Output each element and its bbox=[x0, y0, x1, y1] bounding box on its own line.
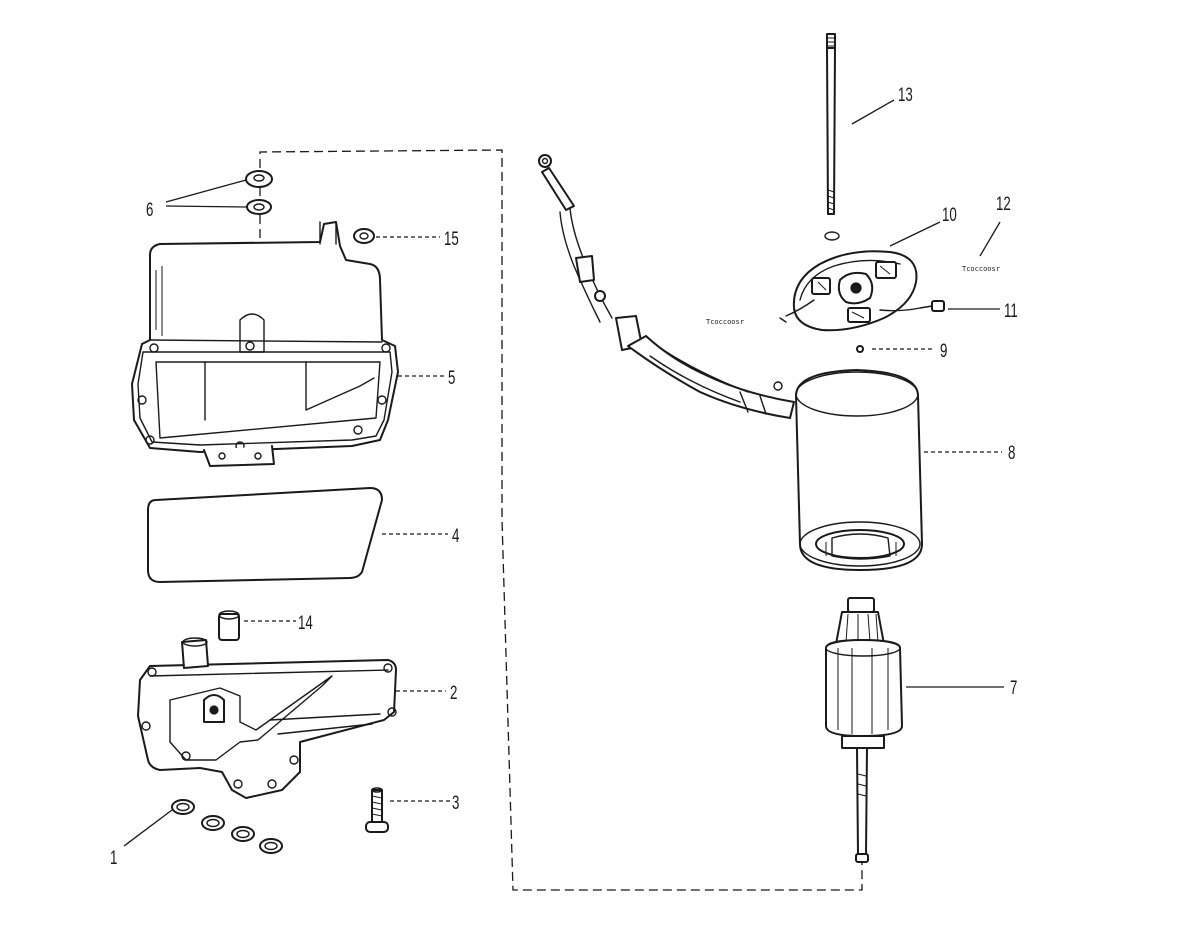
svg-text:Tcoccoosr: Tcoccoosr bbox=[706, 318, 744, 326]
callout-9: 9 bbox=[940, 341, 947, 362]
leader-lines bbox=[123, 99, 1004, 847]
part-1-o-rings bbox=[171, 799, 283, 854]
svg-text:Tcoccoosr: Tcoccoosr bbox=[962, 265, 1000, 273]
callout-labels: 6 15 5 4 14 2 3 1 13 10 12 11 9 8 7 bbox=[110, 85, 1018, 869]
part-6-nut-washer bbox=[245, 170, 273, 215]
callout-14: 14 bbox=[298, 613, 313, 634]
part-2-base-plate bbox=[137, 637, 397, 799]
lead-wire-cable bbox=[538, 154, 795, 419]
part-12-brush-spring: Tcoccoosr bbox=[962, 265, 1000, 273]
callout-5: 5 bbox=[448, 368, 455, 389]
part-14-spacer bbox=[218, 610, 240, 641]
part-15-nut bbox=[353, 228, 375, 244]
callout-1: 1 bbox=[110, 848, 117, 869]
callout-15: 15 bbox=[444, 229, 459, 250]
callout-8: 8 bbox=[1008, 443, 1015, 464]
part-10-brush-plate bbox=[779, 231, 945, 332]
assembly-guide-line bbox=[259, 149, 863, 891]
callout-10: 10 bbox=[942, 205, 957, 226]
callout-6: 6 bbox=[146, 200, 153, 221]
callout-12: 12 bbox=[996, 194, 1011, 215]
callout-2: 2 bbox=[450, 683, 457, 704]
callout-7: 7 bbox=[1010, 678, 1017, 699]
callout-4: 4 bbox=[452, 526, 459, 547]
part-4-gasket bbox=[147, 487, 383, 583]
part-11-brush-spring: Tcoccoosr bbox=[706, 318, 744, 326]
callout-3: 3 bbox=[452, 793, 459, 814]
part-3-screw bbox=[365, 787, 389, 833]
callout-13: 13 bbox=[898, 85, 913, 106]
part-9-washer bbox=[856, 345, 864, 353]
part-7-armature bbox=[825, 597, 903, 863]
part-5-upper-housing bbox=[131, 221, 399, 467]
part-8-field-frame bbox=[795, 369, 923, 571]
callout-11: 11 bbox=[1004, 301, 1018, 322]
part-13-through-bolt bbox=[826, 33, 836, 215]
